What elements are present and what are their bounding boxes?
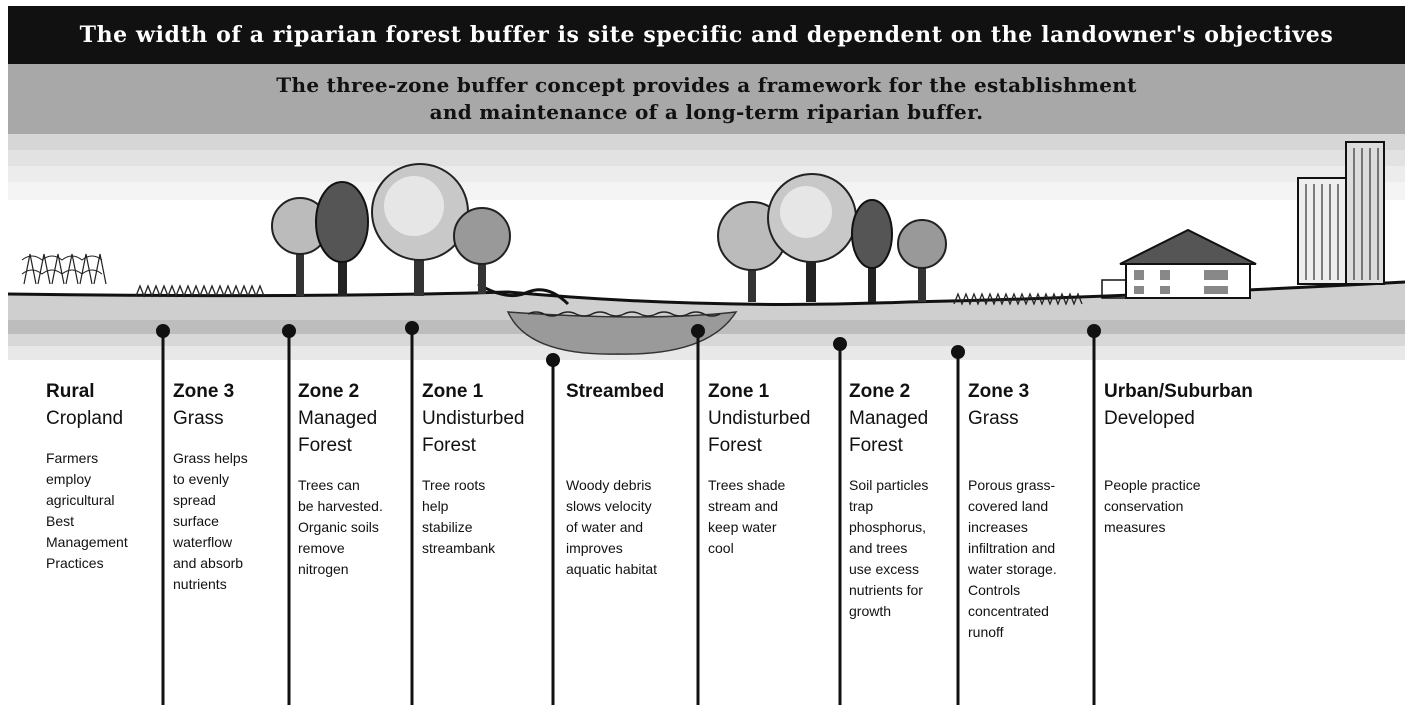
zone-name: Zone 1 (422, 381, 484, 402)
divider-pole (951, 345, 965, 705)
cropland (21, 253, 107, 285)
subtitle-bar: The three-zone buffer concept provides a… (8, 64, 1405, 134)
zone-column-zone3-grass-left: Zone 3 Grass Grass helps to evenly sprea… (173, 378, 248, 595)
urban-building (1297, 141, 1385, 285)
zone-subtitle: Grass (968, 408, 1019, 429)
zone-description: Tree roots help stabilize streambank (422, 477, 496, 556)
title-bar: The width of a riparian forest buffer is… (8, 6, 1405, 64)
forest-left (271, 163, 511, 296)
zone-description: Soil particles trap phosphorus, and tree… (849, 477, 929, 619)
zone-subtitle: Grass (173, 408, 224, 429)
zone-subtitle: Managed Forest (849, 408, 929, 456)
zone-column-streambed: Streambed Woody debris slows velocity of… (566, 378, 664, 580)
zone-name: Zone 2 (298, 381, 360, 402)
divider-pole (156, 324, 170, 705)
zone-description: Porous grass- covered land increases inf… (968, 477, 1057, 640)
zone-column-urban-suburban: Urban/Suburban Developed People practice… (1104, 378, 1253, 538)
zone-subtitle: Cropland (46, 408, 124, 429)
subtitle-line-1: The three-zone buffer concept provides a… (276, 73, 1137, 97)
zone-name: Zone 3 (968, 381, 1030, 402)
subtitle-line-2: and maintenance of a long-term riparian … (429, 100, 984, 124)
zone-description: Grass helps to evenly spread surface wat… (173, 450, 248, 592)
divider-pole (405, 321, 419, 705)
forest-right (717, 173, 947, 302)
zone-description: Farmers employ agricultural Best Managem… (46, 450, 128, 571)
divider-pole (282, 324, 296, 705)
zone-subtitle: Developed (1104, 408, 1195, 429)
zone-description: Trees shade stream and keep water cool (708, 477, 786, 556)
zone-name: Zone 2 (849, 381, 911, 402)
zone-column-zone2-managed-forest-right: Zone 2 Managed Forest Soil particles tra… (849, 378, 928, 622)
grass-left (135, 284, 265, 298)
zone-description: Woody debris slows velocity of water and… (566, 477, 658, 577)
zone-description: People practice conservation measures (1104, 477, 1201, 535)
divider-pole (833, 337, 847, 705)
zone-name: Urban/Suburban (1104, 381, 1253, 402)
zone-subtitle: Undisturbed Forest (422, 408, 525, 456)
zone-name: Rural (46, 381, 95, 402)
farmhouse (1101, 228, 1257, 299)
divider-pole (1087, 324, 1101, 705)
zone-column-zone1-undisturbed-forest-right: Zone 1 Undisturbed Forest Trees shade st… (708, 378, 810, 559)
zone-name: Zone 1 (708, 381, 770, 402)
divider-pole (546, 353, 560, 705)
divider-pole (691, 324, 705, 705)
zone-column-zone1-undisturbed-forest-left: Zone 1 Undisturbed Forest Tree roots hel… (422, 378, 524, 559)
zone-description: Trees can be harvested. Organic soils re… (298, 477, 383, 577)
zone-column-rural-cropland: Rural Cropland Farmers employ agricultur… (46, 378, 128, 574)
diagram-title: The width of a riparian forest buffer is… (79, 22, 1334, 48)
zone-name: Zone 3 (173, 381, 235, 402)
landscape-cross-section (8, 134, 1405, 360)
zone-subtitle: Managed Forest (298, 408, 378, 456)
zone-column-zone2-managed-forest-left: Zone 2 Managed Forest Trees can be harve… (298, 378, 383, 580)
grass-right (953, 292, 1083, 306)
stream-water (506, 311, 738, 355)
zone-subtitle: Undisturbed Forest (708, 408, 811, 456)
zone-name: Streambed (566, 381, 665, 402)
zone-column-zone3-grass-right: Zone 3 Grass Porous grass- covered land … (968, 378, 1057, 643)
